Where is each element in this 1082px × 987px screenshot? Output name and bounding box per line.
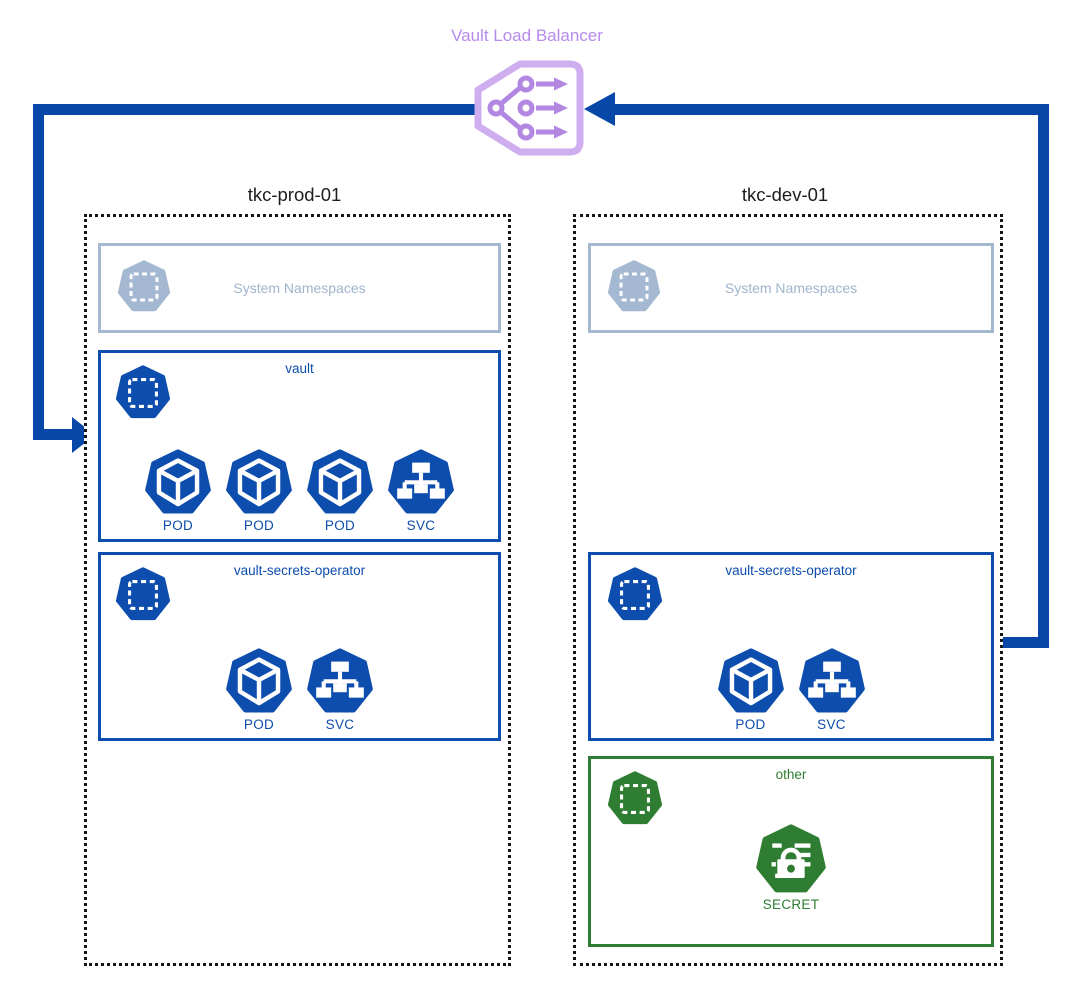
namespace-box-prod-system: System Namespaces: [98, 243, 501, 333]
workload-service: SVC: [798, 648, 866, 732]
namespace-box-dev-vso: vault-secrets-operator POD SVC: [588, 552, 994, 741]
flow-line-left-vertical: [33, 104, 44, 440]
flow-line-into-vault-horizontal: [33, 429, 74, 440]
namespace-icon: [115, 365, 171, 421]
flow-line-from-dev-vso-horizontal: [985, 637, 1049, 648]
service-icon: [387, 449, 455, 517]
workload-label: POD: [324, 518, 356, 533]
namespace-label: vault: [285, 361, 314, 376]
namespace-box-dev-other: other SECRET: [588, 756, 994, 947]
pod-icon: [225, 449, 293, 517]
namespace-icon: [115, 567, 171, 623]
namespace-box-dev-system: System Namespaces: [588, 243, 994, 333]
namespace-icon: [607, 567, 663, 623]
flow-line-lb-left-horizontal: [33, 104, 476, 115]
workload-pod: POD: [225, 449, 293, 533]
service-icon: [798, 648, 866, 716]
workload-label: SVC: [406, 518, 436, 533]
namespace-label: vault-secrets-operator: [233, 563, 366, 578]
namespace-label: System Namespaces: [233, 280, 366, 296]
pod-icon: [717, 648, 785, 716]
workload-pod: POD: [225, 648, 293, 732]
workload-label: POD: [243, 717, 275, 732]
workload-label: SVC: [817, 717, 846, 732]
flow-line-lb-right-horizontal: [613, 104, 1049, 115]
namespace-label: System Namespaces: [724, 280, 858, 296]
secret-icon: [755, 824, 827, 896]
namespace-label: vault-secrets-operator: [725, 563, 857, 578]
workload-secret: SECRET: [755, 824, 827, 912]
load-balancer-label: Vault Load Balancer: [451, 26, 603, 45]
cluster-title-dev: tkc-dev-01: [741, 184, 829, 205]
namespace-box-prod-vault: vault POD POD POD SVC: [98, 350, 501, 542]
cluster-box-dev: System Namespaces vault-secrets-operator…: [573, 214, 1003, 966]
workload-label: POD: [243, 518, 275, 533]
flow-line-right-vertical: [1038, 104, 1049, 648]
workload-label: SVC: [325, 717, 355, 732]
pod-icon: [144, 449, 212, 517]
workload-label: POD: [162, 518, 194, 533]
namespace-icon: [607, 771, 663, 827]
namespace-label: other: [775, 767, 807, 782]
workload-pod: POD: [306, 449, 374, 533]
workload-service: SVC: [387, 449, 455, 533]
workload-label: POD: [735, 717, 766, 732]
cluster-box-prod: System Namespaces vault POD POD POD: [84, 214, 511, 966]
flow-arrowhead-into-lb: [584, 92, 615, 126]
workload-label: SECRET: [762, 897, 820, 912]
pod-icon: [225, 648, 293, 716]
namespace-box-prod-vso: vault-secrets-operator POD SVC: [98, 552, 501, 741]
cluster-title-prod: tkc-prod-01: [247, 184, 342, 205]
workload-pod: POD: [144, 449, 212, 533]
workload-service: SVC: [306, 648, 374, 732]
service-icon: [306, 648, 374, 716]
pod-icon: [306, 449, 374, 517]
load-balancer-icon: [474, 60, 584, 156]
workload-pod: POD: [717, 648, 785, 732]
